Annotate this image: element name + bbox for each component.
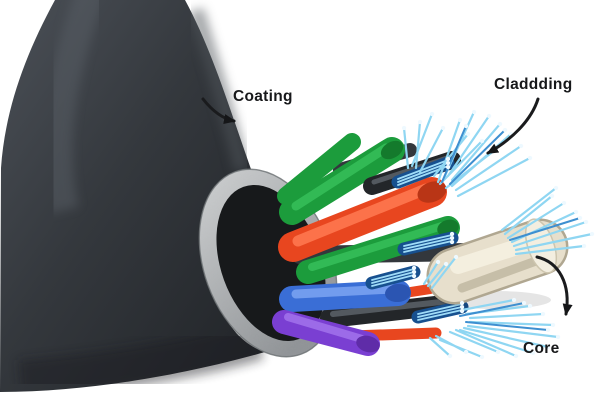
- green-b-highlight: [308, 222, 446, 271]
- cladding-label: Claddding: [494, 76, 573, 93]
- blue-tube-highlight: [291, 284, 397, 299]
- jacket-highlight: [42, 0, 104, 214]
- jacket-bottom-shadow: [18, 320, 264, 400]
- core-arrow: [535, 255, 573, 316]
- red-tube-highlight: [292, 183, 432, 247]
- black-bottom-highlight: [330, 298, 453, 317]
- jacket-inner-sheen: [188, 7, 250, 172]
- annotation-arrows: [201, 97, 573, 316]
- purple-tip: [356, 335, 380, 353]
- cladding-arrow: [486, 97, 540, 155]
- green-a-highlight: [291, 143, 391, 211]
- fiber-strands: [401, 109, 595, 360]
- fiber-strands-light: [402, 110, 594, 359]
- green-tube-highlights: [291, 143, 446, 271]
- fiber-tips: [401, 109, 595, 360]
- purple-tube-highlight: [284, 313, 366, 343]
- core-underside-shade: [457, 256, 541, 293]
- fiber-strands-dark: [441, 125, 581, 331]
- green-a-tip: [380, 140, 404, 160]
- bundle-stripes: [371, 159, 463, 321]
- blue-tip: [385, 283, 411, 303]
- green-tube-c: [277, 133, 361, 205]
- coating-label: Coating: [233, 88, 293, 105]
- black-tube-bottom: [320, 294, 462, 328]
- red-tip: [417, 181, 447, 203]
- tube-cut-tips: [356, 140, 459, 353]
- core-highlight: [450, 233, 544, 274]
- coating-arrow: [201, 97, 236, 124]
- core-label: Core: [523, 340, 560, 357]
- cable-jacket: [0, 0, 265, 400]
